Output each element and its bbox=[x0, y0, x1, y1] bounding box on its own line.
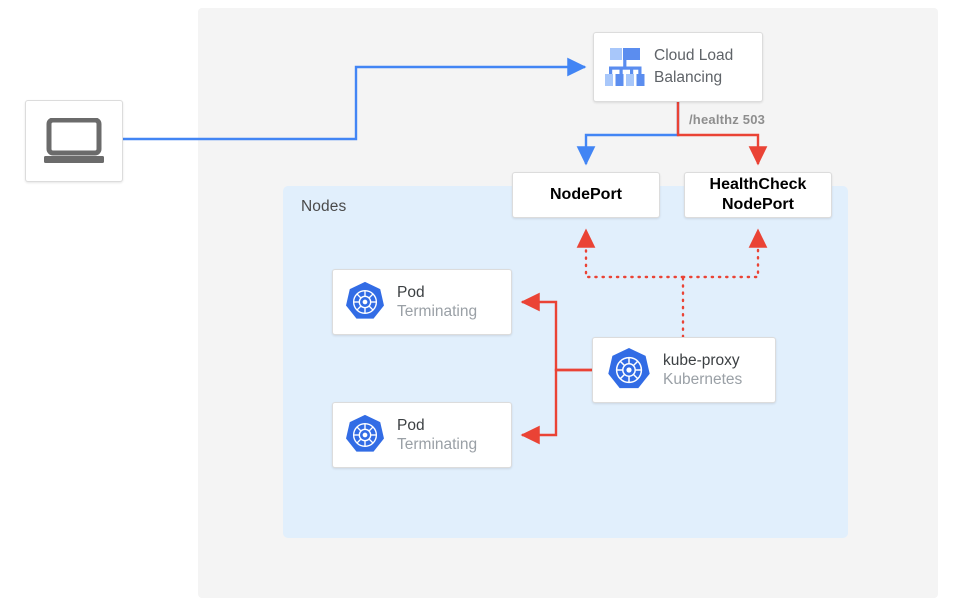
cloud-load-balancing-icon bbox=[605, 48, 645, 86]
pod-status: Terminating bbox=[397, 303, 478, 320]
pod-text: Pod Terminating bbox=[397, 283, 477, 321]
wire-kubeproxy-to-pod-1 bbox=[520, 292, 592, 372]
pod-text: Pod Terminating bbox=[397, 416, 477, 454]
kube-proxy-name: kube-proxy bbox=[663, 351, 740, 369]
wire-client-to-lb bbox=[123, 57, 587, 141]
cloud-load-balancing-label-line2: Balancing bbox=[654, 69, 723, 86]
kube-proxy-card: kube-proxy Kubernetes bbox=[592, 337, 776, 403]
client-laptop-card bbox=[25, 100, 123, 182]
pod-name: Pod bbox=[397, 416, 425, 434]
wire-kubeproxy-probe-to-healthcheck-nodeport bbox=[681, 228, 768, 279]
healthcheck-nodeport-card: HealthCheck NodePort bbox=[684, 172, 832, 218]
wire-kubeproxy-probe-to-nodeport bbox=[576, 228, 685, 279]
pod-card: Pod Terminating bbox=[332, 269, 512, 335]
healthz-edge-label: /healthz 503 bbox=[689, 112, 766, 127]
healthcheck-nodeport-label-line2: NodePort bbox=[721, 196, 794, 213]
cloud-load-balancing-card: Cloud Load Balancing bbox=[593, 32, 763, 102]
kubernetes-icon bbox=[608, 348, 650, 389]
pod-card: Pod Terminating bbox=[332, 402, 512, 468]
pod-status: Terminating bbox=[397, 436, 478, 453]
cloud-load-balancing-label: Cloud Load Balancing bbox=[654, 45, 733, 89]
kubernetes-icon bbox=[346, 281, 384, 319]
laptop-icon bbox=[44, 118, 104, 163]
nodeport-label: NodePort bbox=[550, 185, 622, 203]
wire-lb-to-nodeport bbox=[576, 102, 680, 166]
healthcheck-nodeport-label-line1: HealthCheck bbox=[709, 175, 807, 193]
kube-proxy-text: kube-proxy Kubernetes bbox=[663, 351, 742, 389]
nodeport-card: NodePort bbox=[512, 172, 660, 218]
kube-proxy-subtitle: Kubernetes bbox=[663, 371, 743, 388]
kubernetes-icon bbox=[346, 414, 384, 452]
wire-lb-healthz-to-healthcheck-nodeport bbox=[676, 102, 768, 166]
nodes-region-label: Nodes bbox=[301, 198, 347, 215]
wire-kubeproxy-to-pod-2 bbox=[520, 368, 592, 445]
pod-name: Pod bbox=[397, 283, 425, 301]
healthcheck-nodeport-label: HealthCheck NodePort bbox=[710, 175, 807, 216]
cloud-load-balancing-label-line1: Cloud Load bbox=[654, 47, 734, 64]
